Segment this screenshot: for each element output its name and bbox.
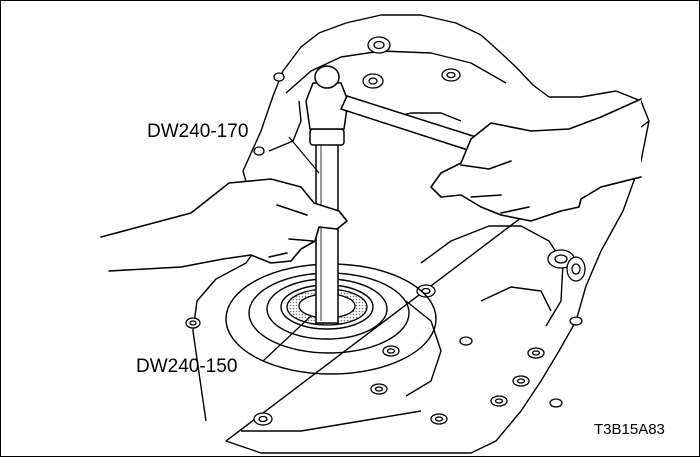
figure-id: T3B15A83 (594, 421, 665, 438)
tool-label-dw240-170: DW240-170 (147, 121, 249, 142)
left-hand (100, 178, 348, 272)
hammer (305, 65, 477, 152)
leader-lines (262, 136, 320, 362)
tool-label-dw240-150: DW240-150 (136, 356, 238, 377)
case-bosses (185, 36, 586, 426)
right-hand (430, 98, 642, 222)
